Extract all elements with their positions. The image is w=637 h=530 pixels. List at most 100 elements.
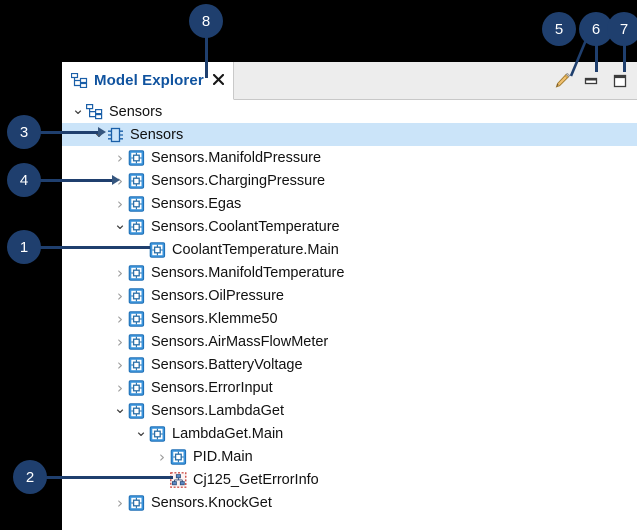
tree-row[interactable]: Cj125_GetErrorInfo: [62, 468, 637, 491]
tree-row-label: Sensors.ManifoldTemperature: [151, 264, 345, 281]
tree-row-label: Sensors.ChargingPressure: [151, 172, 326, 189]
chevron-right-icon[interactable]: ›: [117, 194, 123, 213]
tree-row-label: Sensors.KnockGet: [151, 494, 272, 511]
chevron-right-icon[interactable]: ›: [117, 355, 123, 374]
tree-row[interactable]: › Sensors.BatteryVoltage: [62, 353, 637, 376]
tree-row-label: Sensors.ManifoldPressure: [151, 149, 322, 166]
close-icon: [212, 73, 224, 86]
block-icon: [149, 241, 166, 258]
tree-row[interactable]: ⌄ LambdaGet.Main: [62, 422, 637, 445]
callout-leader-3: [32, 131, 100, 134]
tree-row[interactable]: › Sensors.ManifoldPressure: [62, 146, 637, 169]
component-icon: [107, 127, 124, 143]
tree-row-label: CoolantTemperature.Main: [172, 241, 339, 258]
callout-2: 2: [13, 460, 47, 494]
tree-row-label: Sensors.ErrorInput: [151, 379, 273, 396]
block-icon: [128, 172, 145, 189]
tree-row-label: Sensors: [130, 126, 184, 143]
block-icon: [128, 379, 145, 396]
tree-row-label: LambdaGet.Main: [172, 425, 284, 442]
tree-row[interactable]: ⌄Sensors: [62, 123, 637, 146]
block-icon: [128, 402, 145, 419]
twisty-placeholder: [133, 238, 149, 261]
block-icon: [128, 195, 145, 212]
tree-row[interactable]: › Sensors.Klemme50: [62, 307, 637, 330]
chevron-right-icon[interactable]: ›: [117, 263, 123, 282]
tree-row[interactable]: › Sensors.ErrorInput: [62, 376, 637, 399]
model-explorer-icon: [70, 72, 88, 89]
callout-leader-1: [32, 246, 150, 249]
block-icon: [128, 494, 145, 511]
tree-row[interactable]: › Sensors.ManifoldTemperature: [62, 261, 637, 284]
callout-7: 7: [607, 12, 637, 46]
callout-leader-2: [40, 476, 173, 479]
chevron-down-icon[interactable]: ⌄: [113, 398, 127, 417]
block-icon: [128, 287, 145, 304]
callout-arrow-3: [98, 127, 106, 137]
chevron-right-icon[interactable]: ›: [159, 447, 165, 466]
callout-leader-7: [623, 40, 626, 72]
panel-toolbar: [553, 62, 633, 100]
chevron-right-icon[interactable]: ›: [117, 493, 123, 512]
callout-leader-4: [32, 179, 114, 182]
tree-row[interactable]: › Sensors.KnockGet: [62, 491, 637, 514]
chevron-right-icon[interactable]: ›: [117, 286, 123, 305]
callout-leader-8: [205, 34, 208, 78]
tree-row-label: Sensors.LambdaGet: [151, 402, 284, 419]
tree-row-label: Sensors.OilPressure: [151, 287, 284, 304]
chevron-right-icon[interactable]: ›: [117, 148, 123, 167]
chevron-right-icon[interactable]: ›: [117, 309, 123, 328]
block-icon: [128, 149, 145, 166]
tab-close-button[interactable]: [212, 73, 224, 88]
callout-leader-6: [595, 40, 598, 72]
chevron-down-icon[interactable]: ⌄: [113, 214, 127, 233]
chevron-right-icon[interactable]: ›: [117, 171, 123, 190]
block-icon: [128, 264, 145, 281]
callout-1: 1: [7, 230, 41, 264]
callout-arrow-4: [112, 175, 120, 185]
minimize-icon[interactable]: [582, 72, 600, 90]
tree-row[interactable]: › PID.Main: [62, 445, 637, 468]
callout-leader-5: [569, 40, 588, 77]
tree-row[interactable]: CoolantTemperature.Main: [62, 238, 637, 261]
tree-row[interactable]: ⌄ Sensors.LambdaGet: [62, 399, 637, 422]
block-icon: [149, 425, 166, 442]
model-root-icon: [86, 103, 103, 120]
tree-row[interactable]: ⌄ Sensors: [62, 100, 637, 123]
tree-row-label: Sensors: [109, 103, 163, 120]
tree-row-label: Sensors.BatteryVoltage: [151, 356, 303, 373]
tab-strip: Model Explorer: [62, 62, 637, 100]
tree-row-label: Sensors.CoolantTemperature: [151, 218, 340, 235]
error-node-icon: [170, 471, 187, 488]
tree-row-label: PID.Main: [193, 448, 253, 465]
tree-row[interactable]: ⌄ Sensors.CoolantTemperature: [62, 215, 637, 238]
block-icon: [128, 218, 145, 235]
callout-4: 4: [7, 163, 41, 197]
chevron-down-icon[interactable]: ⌄: [71, 100, 85, 118]
twisty-placeholder: [154, 468, 170, 491]
block-icon: [128, 310, 145, 327]
model-tree[interactable]: ⌄ Sensors ⌄ Sensors › Sensors.ManifoldPressur…: [62, 100, 637, 530]
tree-row[interactable]: › Sensors.AirMassFlowMeter: [62, 330, 637, 353]
tree-row[interactable]: › Sensors.Egas: [62, 192, 637, 215]
callout-8: 8: [189, 4, 223, 38]
tree-row[interactable]: › Sensors.OilPressure: [62, 284, 637, 307]
chevron-right-icon[interactable]: ›: [117, 378, 123, 397]
tree-row[interactable]: › Sensors.ChargingPressure: [62, 169, 637, 192]
tree-row-label: Sensors.Klemme50: [151, 310, 278, 327]
pencil-icon[interactable]: [553, 72, 571, 90]
tree-row-label: Sensors.AirMassFlowMeter: [151, 333, 329, 350]
callout-5: 5: [542, 12, 576, 46]
model-explorer-window: Model Explorer: [62, 62, 637, 530]
chevron-down-icon[interactable]: ⌄: [134, 421, 148, 440]
tab-model-explorer[interactable]: Model Explorer: [62, 62, 234, 100]
tab-label: Model Explorer: [94, 72, 204, 89]
tree-row-label: Sensors.Egas: [151, 195, 242, 212]
tree-row-label: Cj125_GetErrorInfo: [193, 471, 319, 488]
block-icon: [128, 356, 145, 373]
block-icon: [170, 448, 187, 465]
callout-3: 3: [7, 115, 41, 149]
chevron-right-icon[interactable]: ›: [117, 332, 123, 351]
maximize-icon[interactable]: [611, 72, 629, 90]
block-icon: [128, 333, 145, 350]
